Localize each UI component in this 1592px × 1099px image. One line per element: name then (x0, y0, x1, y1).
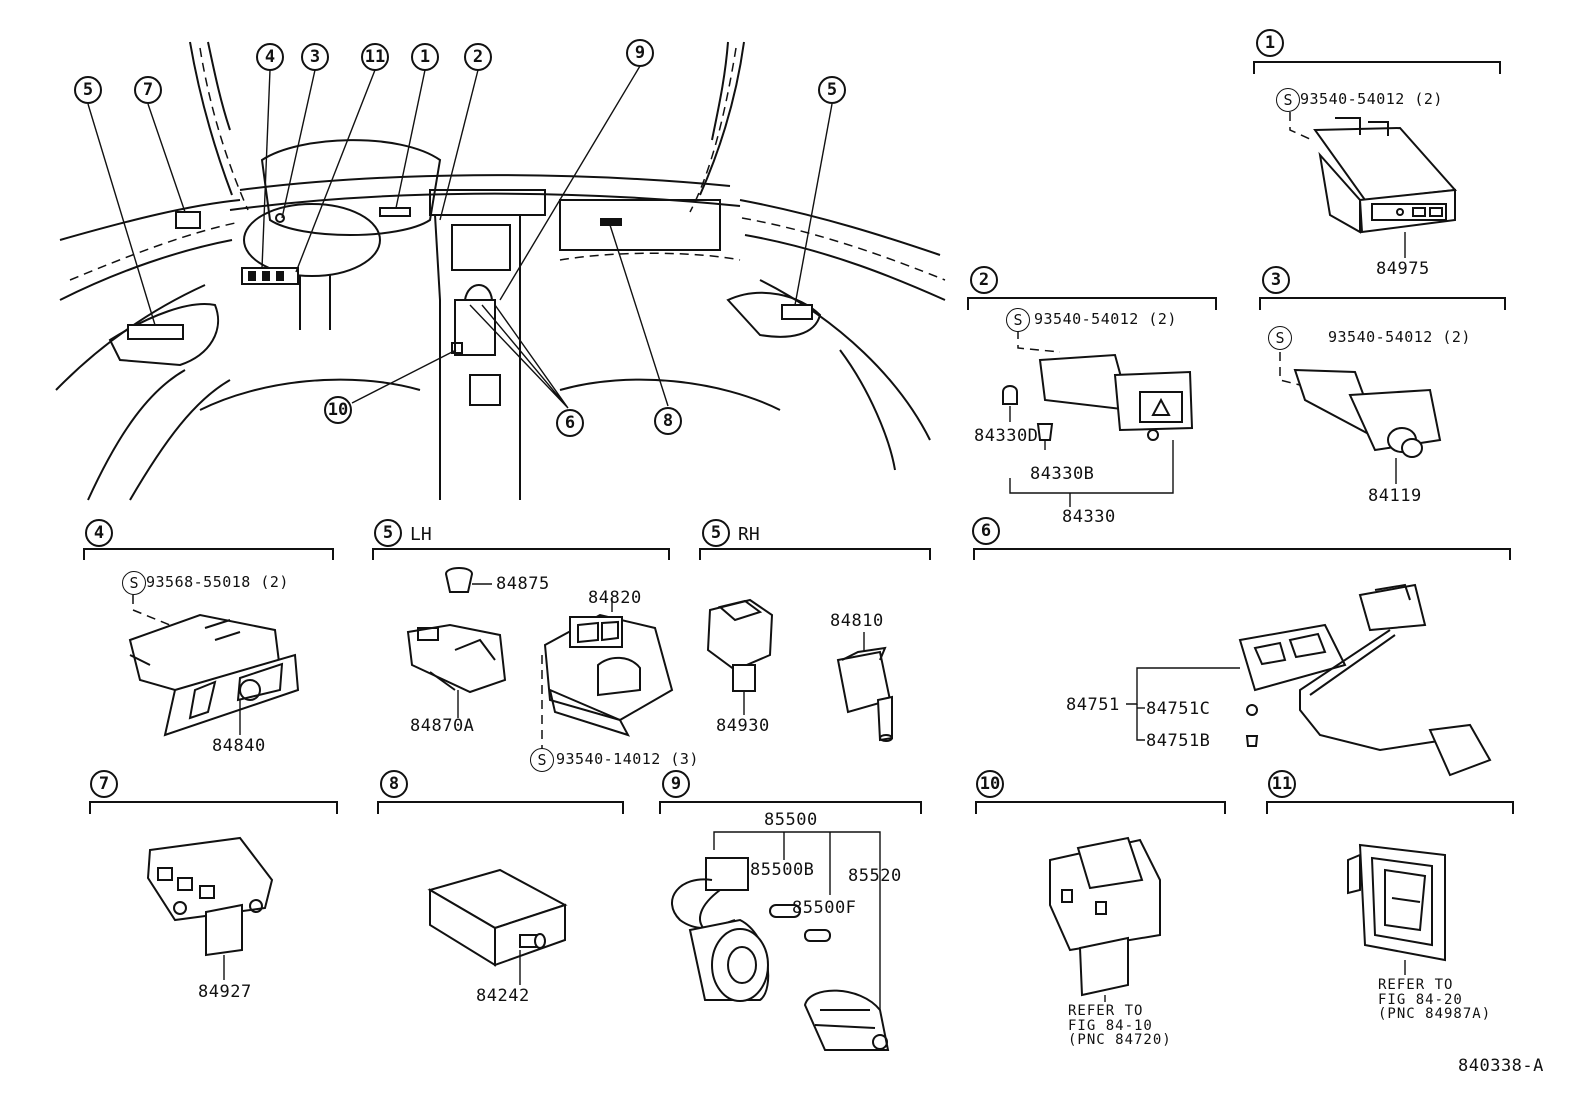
section-4-screw-part-no: 93568-55018 (2) (146, 573, 289, 591)
section-5lh-callout: 5 (374, 519, 402, 547)
section-5lh-side-label: LH (410, 524, 432, 545)
section-4-s-symbol: S (122, 571, 146, 595)
part-84242-drawing (427, 868, 568, 985)
part-no-84751: 84751 (1066, 695, 1120, 715)
part-no-84820: 84820 (588, 588, 642, 608)
part-no-85520: 85520 (848, 866, 902, 886)
callout-overview-5-left: 5 (74, 76, 102, 104)
part-85500-drawing (671, 831, 890, 1051)
part-no-85500f: 85500F (792, 898, 857, 918)
section-2-callout: 2 (970, 266, 998, 294)
section-5rh-side-label: RH (738, 524, 760, 545)
part-5rh-drawing (706, 598, 893, 742)
callout-overview-9: 9 (626, 39, 654, 67)
interior-overview-drawing (55, 41, 946, 501)
part-84927-drawing (146, 836, 274, 980)
callout-overview-1: 1 (411, 43, 439, 71)
callout-overview-3: 3 (301, 43, 329, 71)
part-no-85500b: 85500B (750, 860, 815, 880)
part-no-84751c: 84751C (1146, 699, 1211, 719)
part-no-85500: 85500 (764, 810, 818, 830)
section-2-screw-part-no: 93540-54012 (2) (1034, 310, 1177, 328)
part-no-84875: 84875 (496, 574, 550, 594)
section-1-callout: 1 (1256, 29, 1284, 57)
callout-overview-6: 6 (556, 409, 584, 437)
callout-overview-7: 7 (134, 76, 162, 104)
part-84840-drawing (128, 595, 300, 737)
part-ref-84720-drawing (1049, 836, 1161, 1002)
part-no-84930: 84930 (716, 716, 770, 736)
part-84330-drawing (1002, 330, 1194, 507)
part-ref-84987a-drawing (1347, 843, 1446, 975)
part-84751-drawing (1126, 583, 1492, 777)
part-no-84330: 84330 (1062, 507, 1116, 527)
callout-overview-8: 8 (654, 407, 682, 435)
callout-overview-4: 4 (256, 43, 284, 71)
callout-overview-11: 11 (361, 43, 389, 71)
part-no-84810: 84810 (830, 611, 884, 631)
part-no-84927: 84927 (198, 982, 252, 1002)
section-11-reference-note: REFER TO FIG 84-20 (PNC 84987A) (1378, 977, 1492, 1023)
callout-overview-10: 10 (324, 396, 352, 424)
part-no-84840: 84840 (212, 736, 266, 756)
part-84975-drawing (1289, 112, 1458, 258)
section-6-callout: 6 (972, 517, 1000, 545)
part-no-84870a: 84870A (410, 716, 475, 736)
section-1-s-symbol: S (1276, 88, 1300, 112)
section-9-callout: 9 (662, 770, 690, 798)
section-10-reference-note: REFER TO FIG 84-10 (PNC 84720) (1068, 1003, 1172, 1049)
section-3-screw-part-no: 93540-54012 (2) (1328, 328, 1471, 346)
section-3-s-symbol: S (1268, 326, 1292, 350)
part-no-84975: 84975 (1376, 259, 1430, 279)
part-no-84242: 84242 (476, 986, 530, 1006)
section-11-callout: 11 (1268, 770, 1296, 798)
section-3-callout: 3 (1262, 266, 1290, 294)
section-2-s-symbol: S (1006, 308, 1030, 332)
section-1-screw-part-no: 93540-54012 (2) (1300, 90, 1443, 108)
section-10-callout: 10 (976, 770, 1004, 798)
part-no-84330b: 84330B (1030, 464, 1095, 484)
callout-overview-5-right: 5 (818, 76, 846, 104)
section-5rh-callout: 5 (702, 519, 730, 547)
callout-overview-2: 2 (464, 43, 492, 71)
section-5lh-s-symbol: S (530, 748, 554, 772)
section-8-callout: 8 (380, 770, 408, 798)
drawing-id: 840338-A (1458, 1056, 1544, 1076)
part-5lh-drawing (406, 567, 674, 752)
section-7-callout: 7 (90, 770, 118, 798)
part-no-84751b: 84751B (1146, 731, 1211, 751)
part-84119-drawing (1279, 352, 1442, 484)
part-no-84330d: 84330D (974, 426, 1039, 446)
section-5lh-screw-part-no: 93540-14012 (3) (556, 750, 699, 768)
part-no-84119: 84119 (1368, 486, 1422, 506)
section-brackets (83, 61, 1514, 814)
section-4-callout: 4 (85, 519, 113, 547)
